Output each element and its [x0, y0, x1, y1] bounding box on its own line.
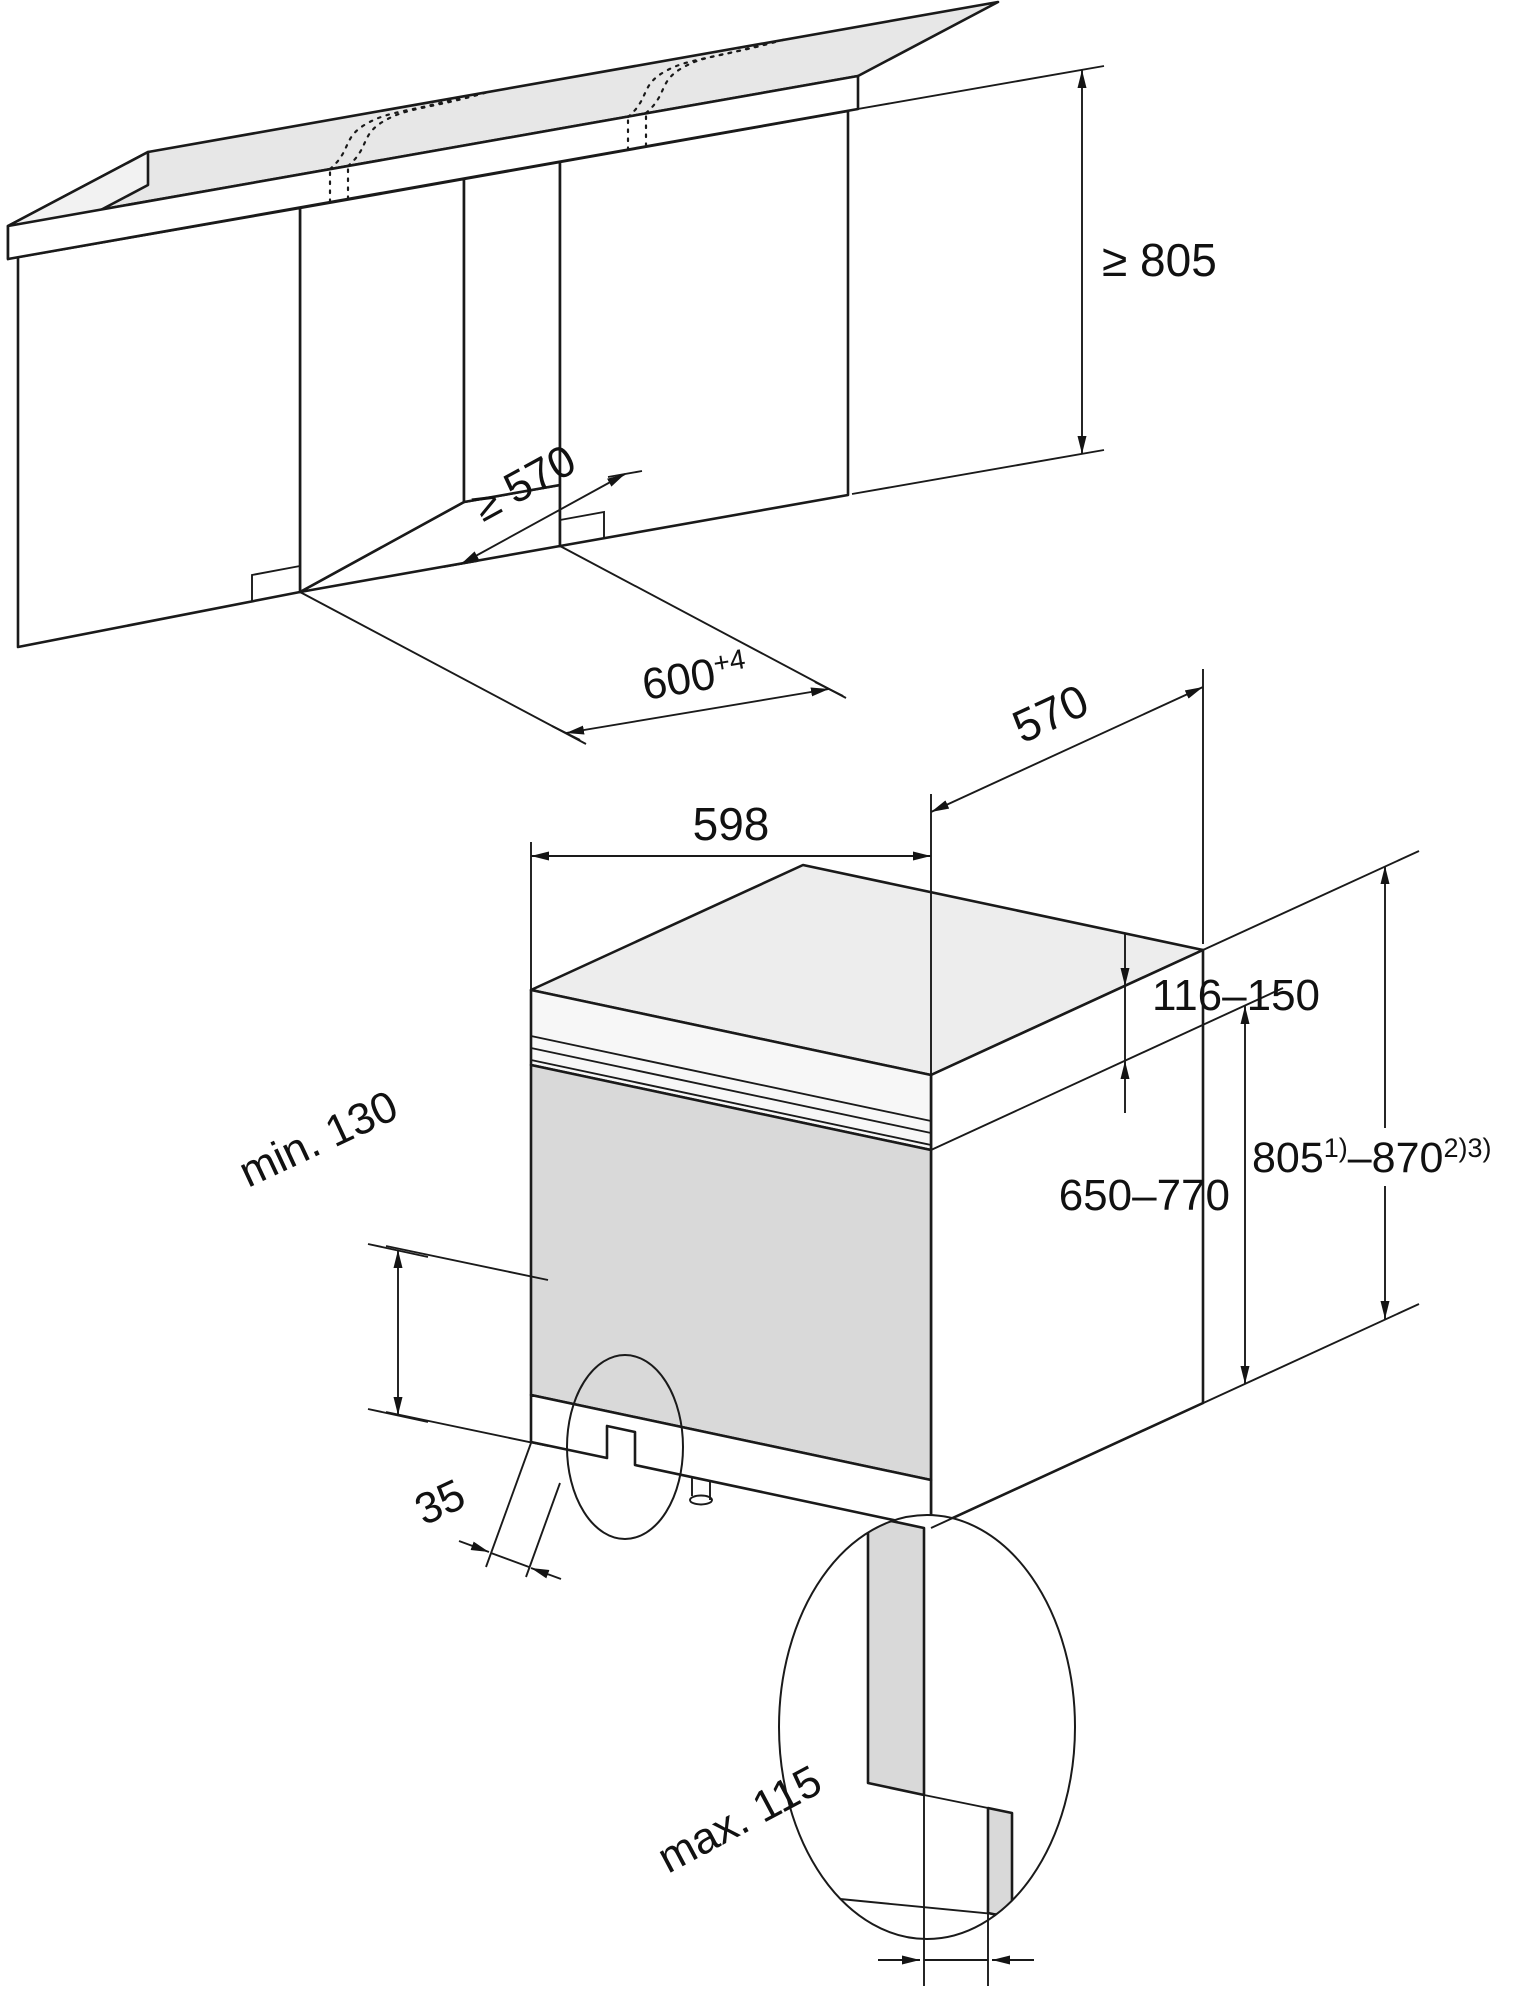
door-top-reference-line	[930, 987, 1284, 1151]
appliance-depth-label: 570	[1005, 674, 1096, 753]
appliance-base	[529, 1393, 933, 1530]
appliance-scene: 598 570 116–150 650–770 80	[232, 669, 1491, 1986]
left-cabinet-plinth-step	[251, 565, 301, 601]
detail-plinth-board	[986, 1806, 1014, 1920]
niche-width-label: 600+4	[638, 643, 750, 710]
dimension-total-height: 8051)–8702)3)	[1252, 866, 1491, 1319]
dimension-niche-width: 600+4	[299, 545, 847, 745]
front-height-label: 650–770	[1059, 1171, 1230, 1220]
plinth-min-label: min. 130	[232, 1081, 406, 1197]
appliance-width-label: 598	[693, 798, 770, 850]
plinth-detail-callout	[566, 1354, 684, 1540]
left-cabinet-front	[16, 206, 302, 649]
niche-height-label: ≥ 805	[1102, 234, 1217, 286]
detail-door-slab	[866, 1515, 926, 1797]
niche-scene: ≥ 570 ≥ 805 600+4	[6, 0, 1217, 745]
dimension-plinth-board: 35	[408, 1442, 562, 1580]
total-height-label: 8051)–8702)3)	[1252, 1133, 1491, 1182]
right-cabinet-front	[558, 109, 850, 548]
countertop-break-lines	[328, 37, 788, 204]
control-panel-height-label: 116–150	[1152, 971, 1320, 1020]
dimension-niche-height: ≥ 805	[851, 65, 1217, 495]
dimension-plinth-min: min. 130	[232, 1081, 549, 1447]
top-plane-reference-line	[1202, 850, 1420, 951]
dimension-control-panel: 116–150	[1120, 934, 1320, 1113]
floor-reference-line	[930, 1303, 1420, 1529]
dimension-appliance-width: 598	[530, 794, 932, 1075]
dimension-front-height: 650–770	[1059, 1006, 1250, 1384]
plinth-detail-magnified	[778, 1514, 1076, 1940]
control-panel-lines	[530, 1035, 932, 1146]
plinth-board-label: 35	[408, 1470, 473, 1535]
